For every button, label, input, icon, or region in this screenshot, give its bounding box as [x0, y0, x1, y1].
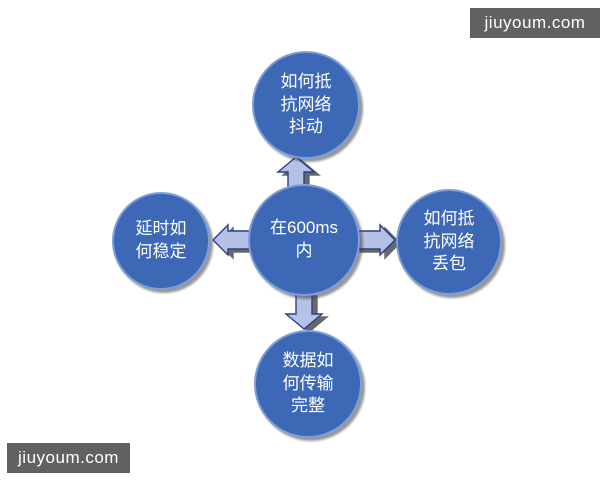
watermark-bottom-left: jiuyoum.com: [7, 443, 130, 473]
arrow-left-icon: [212, 223, 252, 257]
node-jitter: 如何抵 抗网络 抖动: [252, 51, 360, 159]
node-center-goal-label: 在600ms 内: [269, 218, 339, 260]
node-latency: 延时如 何稳定: [112, 192, 210, 290]
arrow-down-icon: [284, 292, 324, 330]
node-data-integrity: 数据如 何传输 完整: [254, 330, 362, 438]
arrow-right-icon: [354, 223, 396, 257]
node-packet-loss-label: 如何抵 抗网络 丢包: [423, 208, 475, 274]
node-center-goal: 在600ms 内: [248, 184, 360, 296]
node-data-integrity-label: 数据如 何传输 完整: [282, 350, 334, 416]
node-jitter-label: 如何抵 抗网络 抖动: [280, 71, 332, 137]
node-latency-label: 延时如 何稳定: [135, 219, 187, 261]
watermark-top-right: jiuyoum.com: [470, 8, 600, 38]
node-packet-loss: 如何抵 抗网络 丢包: [396, 189, 502, 295]
